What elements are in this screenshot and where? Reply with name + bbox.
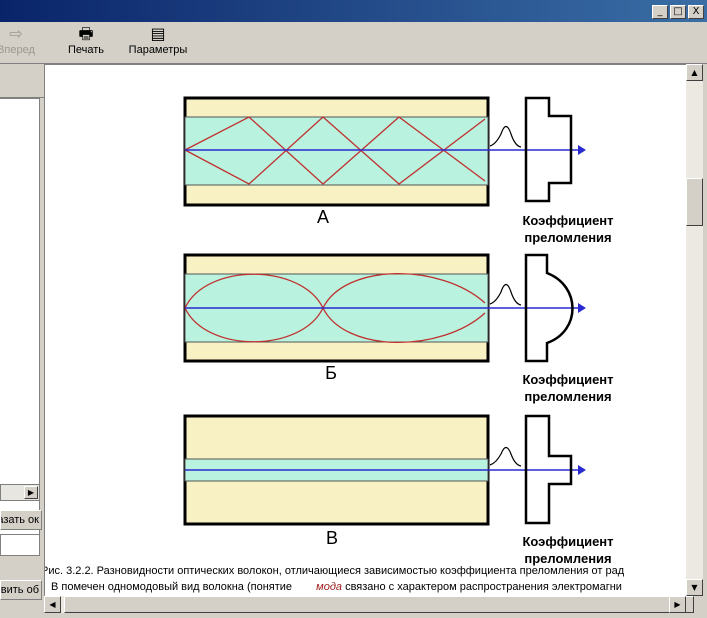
pulse-in [489,446,522,467]
forward-arrow-icon: ⇨ [9,24,23,43]
profile-label-line2: преломления [524,230,611,245]
figure-caption-line2: В помечен одномодовый вид волокна (понят… [51,581,622,593]
moda-link[interactable]: мода [316,581,343,593]
profile-label-line1: Коэффициент [522,213,613,228]
navigation-pane: ▶ казать ок авить об [0,64,44,618]
minimize-button[interactable]: _ [652,5,668,19]
panel-a: А Коэффициент преломления [183,96,614,245]
window-controls: _ □ X [652,5,704,19]
print-button[interactable]: 🖶 Печать [62,24,110,56]
fiber-figure: А Коэффициент преломления Б Коэффициент … [183,96,614,566]
nav-horizontal-scrollbar[interactable]: ▶ [0,484,40,501]
panel-c: В Коэффициент преломления [183,414,614,566]
scroll-right-icon[interactable]: ▶ [669,596,686,613]
figure-caption: Рис. 3.2.2. Разновидности оптических вол… [44,565,625,577]
panel-letter: А [317,207,329,227]
horizontal-scrollbar[interactable]: ◀ ▶ [44,596,694,613]
axis-arrow-icon [578,145,586,155]
scroll-left-icon[interactable]: ◀ [44,596,61,613]
scroll-right-icon[interactable]: ▶ [24,486,38,499]
profile-label-line1: Коэффициент [522,372,613,387]
panel-letter: В [326,528,338,548]
nav-tabs-area [0,64,44,98]
maximize-button[interactable]: □ [670,5,686,19]
close-button[interactable]: X [688,5,704,19]
content-pane: А Коэффициент преломления Б Коэффициент … [44,64,686,596]
profile-label-line2: преломления [524,389,611,404]
axis-arrow-icon [578,465,586,475]
title-bar: _ □ X [0,0,707,22]
horizontal-scroll-thumb[interactable] [64,596,694,613]
axis-arrow-icon [578,303,586,313]
pulse-in [489,283,522,306]
options-icon: ▤ [150,24,166,43]
nav-input-field[interactable] [0,534,40,556]
index-profile [524,96,573,203]
ray-path [184,116,486,185]
profile-label-line1: Коэффициент [522,534,613,549]
panel-b: Б Коэффициент преломления [183,253,614,404]
profile-label-line2: преломления [524,551,611,566]
options-label: Параметры [128,44,188,56]
scroll-down-icon[interactable]: ▼ [686,579,703,596]
panel-letter: Б [325,363,337,383]
printer-icon: 🖶 [78,24,94,43]
pulse-in [489,125,522,148]
print-label: Печать [67,44,105,56]
ray-path [184,116,486,185]
add-button[interactable]: авить об [0,580,42,600]
show-button[interactable]: казать ок [0,510,42,530]
scroll-up-icon[interactable]: ▲ [686,64,703,81]
index-profile [524,414,573,525]
forward-label: Вперед [0,44,35,56]
toolbar: ⇨ Вперед 🖶 Печать ▤ Параметры [0,22,707,64]
options-button[interactable]: ▤ Параметры [124,24,192,56]
vertical-scrollbar[interactable]: ▲ ▼ [686,64,703,596]
topics-list[interactable] [0,98,40,548]
forward-button[interactable]: ⇨ Вперед [0,24,40,56]
index-profile [524,253,574,363]
vertical-scroll-thumb[interactable] [686,178,703,226]
